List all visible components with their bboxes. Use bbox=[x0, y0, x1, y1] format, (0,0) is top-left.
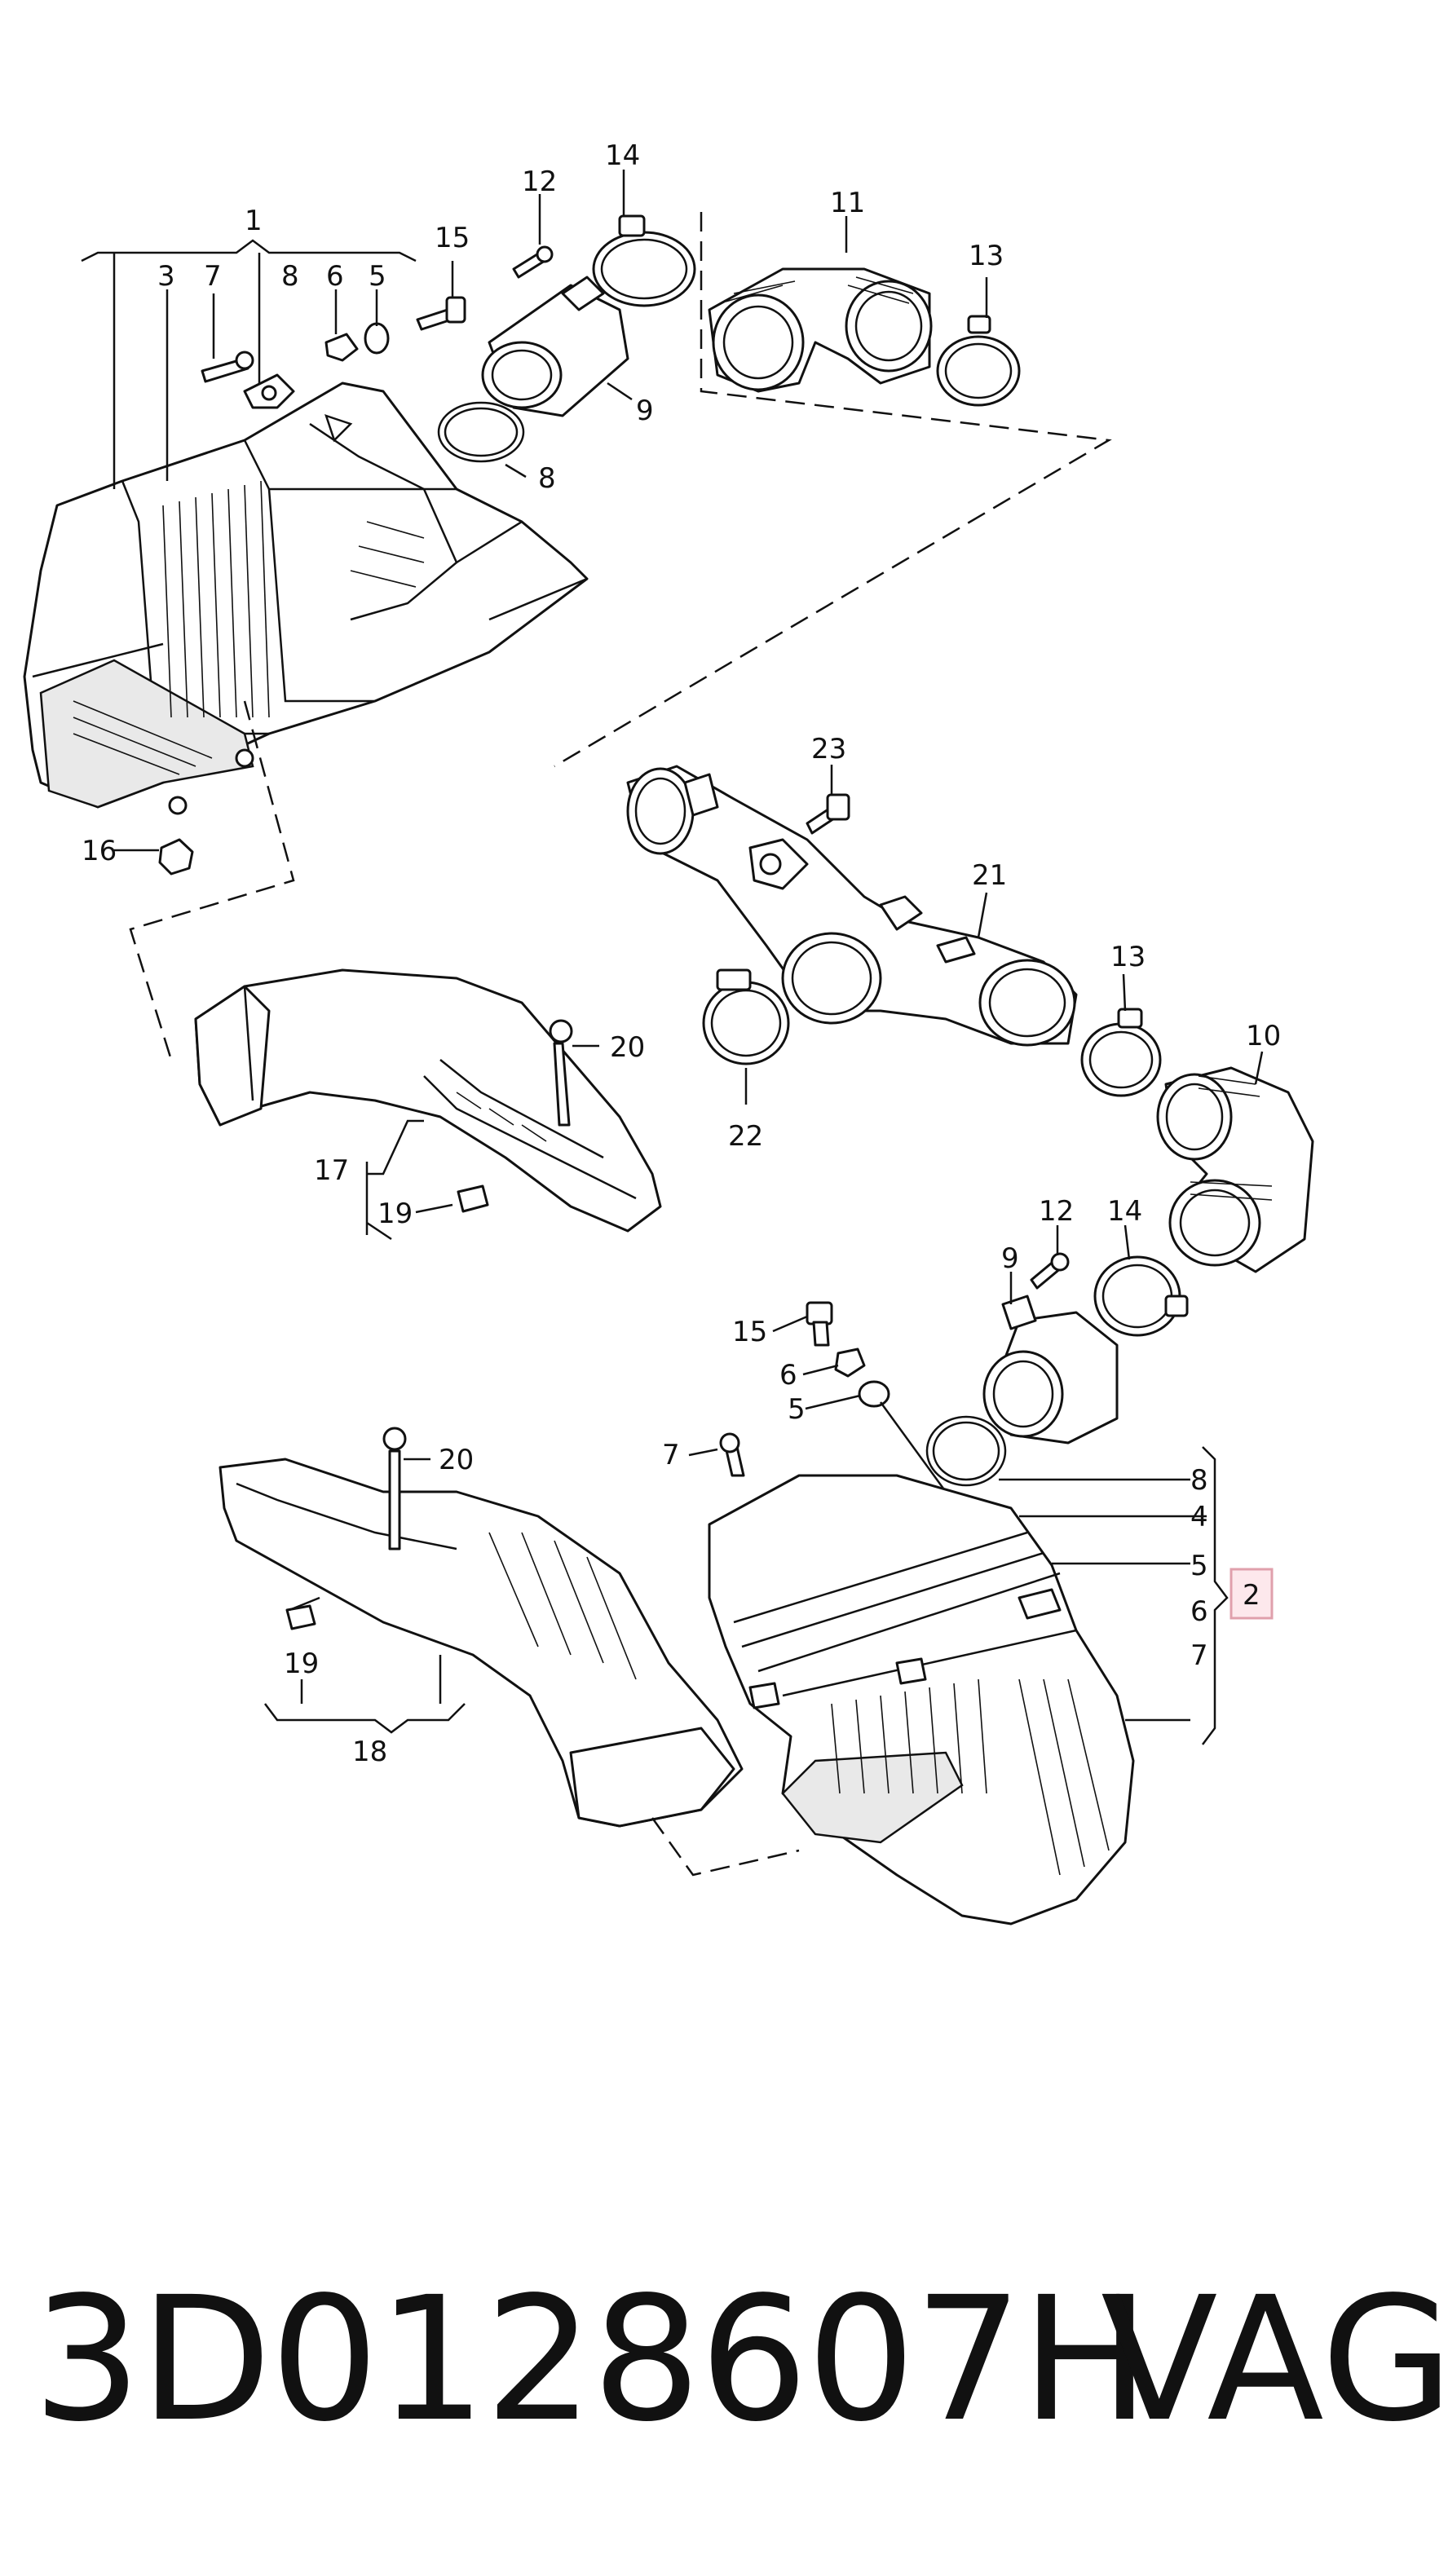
label-12-top: 12 bbox=[522, 165, 557, 198]
air-filter-housing-lower bbox=[708, 1474, 1135, 1925]
intake-elbow-11-top bbox=[708, 267, 933, 393]
label-19-middle: 19 bbox=[377, 1198, 413, 1230]
screw-12-bottom bbox=[1030, 1252, 1070, 1290]
label-20-middle: 20 bbox=[610, 1031, 645, 1064]
label-11-top: 11 bbox=[830, 187, 865, 219]
exploded-parts-diagram: 1 3 7 8 6 5 15 12 14 9 8 11 13 16 23 21 … bbox=[23, 139, 1314, 1925]
nut-16 bbox=[158, 748, 254, 876]
label-1-top: 1 bbox=[245, 205, 263, 237]
screw-20-bottom bbox=[382, 1427, 407, 1550]
intake-pipe-21 bbox=[626, 765, 1078, 1047]
grommet-5-top bbox=[364, 322, 390, 355]
highlight-box-2 bbox=[1229, 1568, 1274, 1620]
screw-20-middle bbox=[549, 1019, 573, 1127]
label-10: 10 bbox=[1246, 1020, 1281, 1052]
label-14-bottom: 14 bbox=[1107, 1195, 1142, 1228]
bracket-label-1 bbox=[81, 239, 417, 262]
clamp-14-bottom bbox=[1093, 1255, 1189, 1337]
label-6-bottom: 6 bbox=[779, 1359, 797, 1392]
clamp-13-top bbox=[936, 315, 1021, 407]
part-number-text: 3D0128607H bbox=[33, 2260, 1150, 2459]
air-duct-18 bbox=[219, 1458, 744, 1828]
label-7b-bottom: 7 bbox=[1190, 1639, 1208, 1672]
label-2-highlighted: 2 bbox=[1243, 1579, 1260, 1612]
label-20-bottom: 20 bbox=[439, 1444, 474, 1476]
clip-19-bottom bbox=[285, 1604, 316, 1630]
bracket-label-2 bbox=[1202, 1446, 1229, 1745]
label-15-top: 15 bbox=[435, 222, 470, 254]
intake-elbow-10 bbox=[1156, 1066, 1314, 1273]
bolt-23 bbox=[806, 793, 850, 835]
label-6b-bottom: 6 bbox=[1190, 1595, 1208, 1628]
label-22: 22 bbox=[728, 1120, 763, 1153]
nut-6-bottom bbox=[834, 1348, 866, 1378]
grommet-5-bottom bbox=[858, 1380, 890, 1408]
label-9-bottom: 9 bbox=[1001, 1242, 1019, 1275]
bolt-15-top bbox=[416, 296, 466, 331]
clamp-22 bbox=[702, 968, 790, 1065]
nut-6-top bbox=[324, 333, 359, 362]
screw-7-bottom bbox=[719, 1432, 745, 1477]
label-3-top: 3 bbox=[157, 260, 175, 293]
label-8-ring-top: 8 bbox=[538, 462, 556, 495]
label-16: 16 bbox=[82, 835, 117, 867]
bracket-8-top bbox=[243, 373, 295, 409]
label-12-bottom: 12 bbox=[1039, 1195, 1074, 1228]
label-5b-bottom: 5 bbox=[1190, 1550, 1208, 1582]
brand-text: VAG bbox=[1101, 2260, 1448, 2459]
label-8-top: 8 bbox=[281, 260, 299, 293]
ring-8-top bbox=[437, 401, 525, 463]
maf-housing-9-top bbox=[481, 276, 629, 417]
label-13-middle: 13 bbox=[1110, 941, 1146, 973]
clamp-13-middle bbox=[1080, 1008, 1162, 1097]
label-13-top: 13 bbox=[969, 240, 1004, 272]
guide-line-left bbox=[129, 700, 295, 1061]
air-duct-17 bbox=[194, 968, 662, 1233]
label-23: 23 bbox=[811, 733, 846, 765]
label-18: 18 bbox=[352, 1736, 387, 1768]
bolt-15-bottom bbox=[806, 1301, 833, 1347]
label-19-bottom: 19 bbox=[284, 1647, 319, 1680]
label-6-top: 6 bbox=[326, 260, 344, 293]
clamp-14-top bbox=[592, 214, 696, 307]
ring-8-bottom bbox=[925, 1415, 1007, 1487]
guide-line-bottom bbox=[651, 1817, 800, 1877]
label-5-top: 5 bbox=[369, 260, 386, 293]
air-filter-housing-upper bbox=[23, 382, 589, 809]
clip-19-middle bbox=[457, 1184, 489, 1213]
label-17: 17 bbox=[314, 1154, 349, 1187]
maf-housing-9-bottom bbox=[982, 1295, 1119, 1445]
label-7-bottom: 7 bbox=[662, 1439, 680, 1471]
label-15-bottom: 15 bbox=[732, 1316, 767, 1348]
label-5-bottom: 5 bbox=[788, 1393, 806, 1426]
guide-line-top bbox=[554, 212, 1112, 768]
label-4-bottom: 4 bbox=[1190, 1501, 1208, 1533]
screw-12-top bbox=[512, 245, 554, 279]
label-21: 21 bbox=[972, 859, 1007, 892]
label-9-top: 9 bbox=[636, 395, 654, 427]
label-14-top: 14 bbox=[605, 139, 640, 172]
label-8-bottom: 8 bbox=[1190, 1464, 1208, 1497]
label-7-top: 7 bbox=[204, 260, 222, 293]
screw-7-top bbox=[201, 351, 254, 383]
